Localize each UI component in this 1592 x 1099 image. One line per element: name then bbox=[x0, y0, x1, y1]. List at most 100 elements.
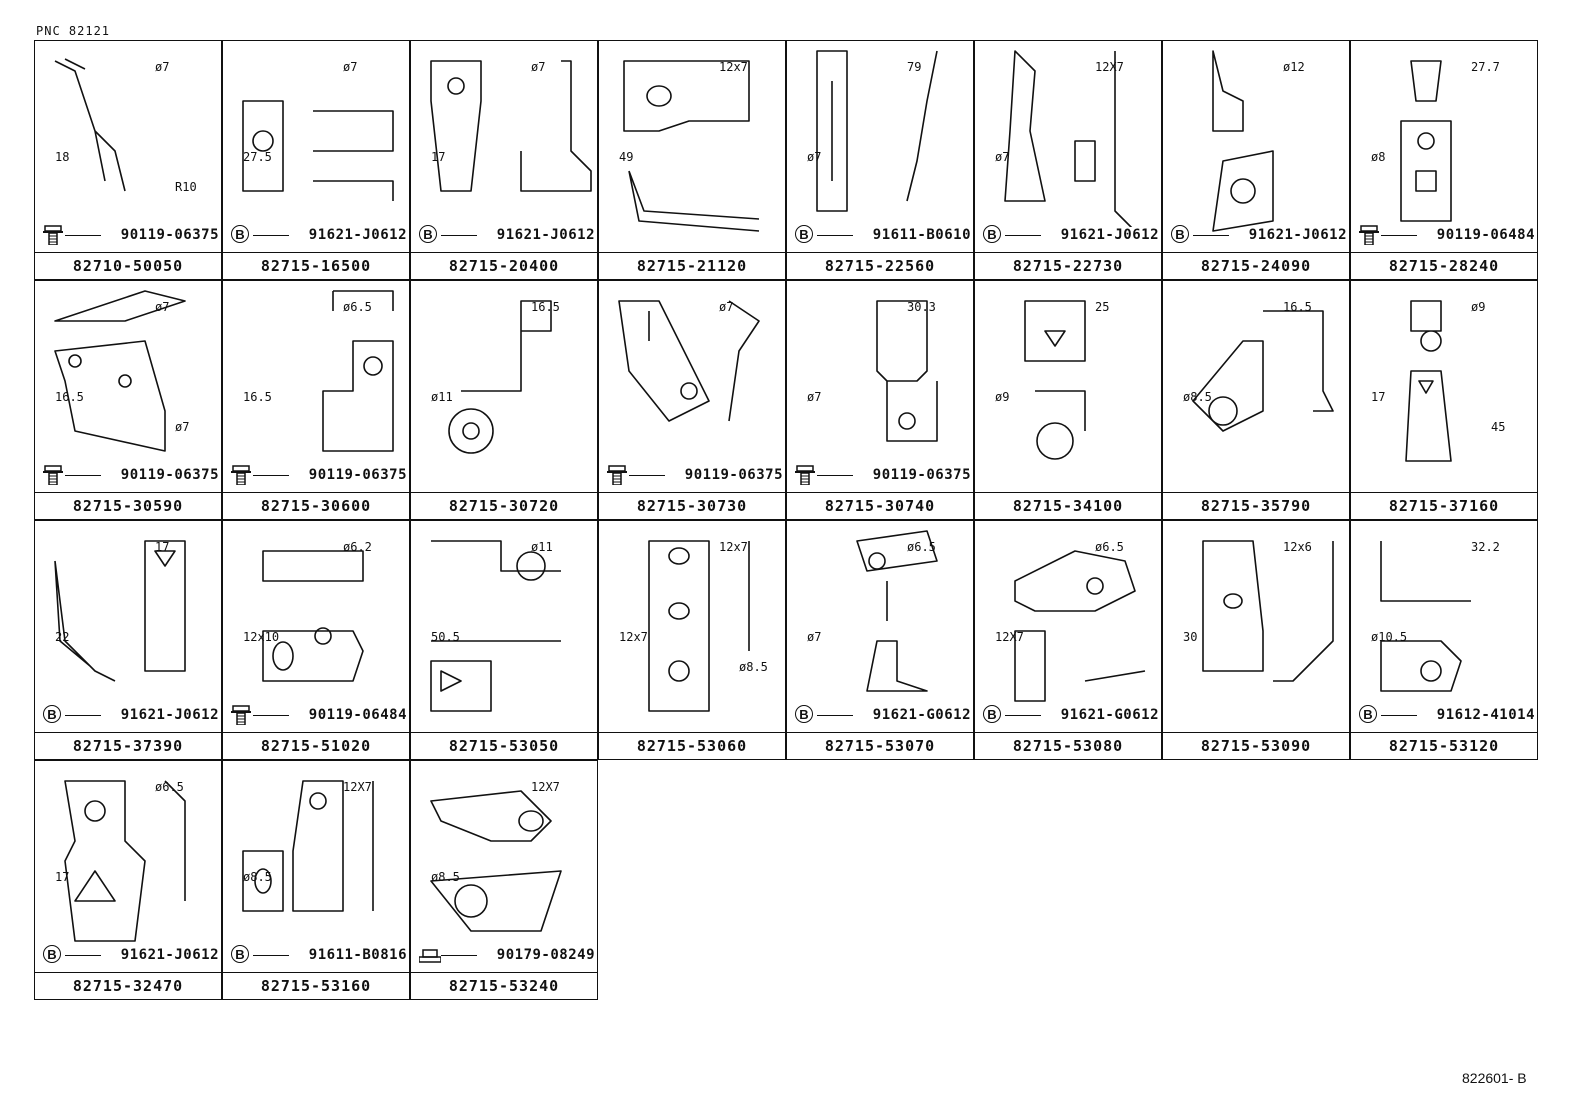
dimension-label: ø9 bbox=[1471, 300, 1485, 314]
dimension-label: R10 bbox=[175, 180, 197, 194]
dimension-label: ø10.5 bbox=[1371, 630, 1407, 644]
fastener-callout: 90119-06375 bbox=[43, 465, 221, 485]
clip-b-icon: B bbox=[231, 225, 249, 243]
clip-b-icon: B bbox=[983, 705, 1001, 723]
bracket-outline bbox=[648, 540, 750, 712]
leader-line bbox=[1005, 715, 1041, 716]
dimension-label: 30.3 bbox=[907, 300, 936, 314]
dimension-label: ø9 bbox=[995, 390, 1009, 404]
clip-b-icon: B bbox=[795, 225, 813, 243]
dimension-label: 12X7 bbox=[531, 780, 560, 794]
bracket-drawing: 30.3ø7 bbox=[807, 300, 938, 442]
fastener-part-number: 91611-B0816 bbox=[306, 947, 407, 963]
dimension-label: 49 bbox=[619, 150, 633, 164]
part-number: 82715-53160 bbox=[223, 972, 409, 999]
fastener-callout: 90119-06375 bbox=[43, 225, 221, 245]
bracket-drawing: ø6.5 ø7 bbox=[807, 530, 938, 692]
part-number: 82715-30740 bbox=[787, 492, 973, 519]
bracket-outline bbox=[242, 780, 374, 912]
bolt-icon bbox=[607, 465, 627, 485]
dimension-label: 16.5 bbox=[531, 300, 560, 314]
dimension-label: ø7 bbox=[175, 420, 189, 434]
bracket-drawing: ø7 bbox=[618, 300, 760, 422]
leader-line bbox=[253, 235, 289, 236]
part-number: 82715-37160 bbox=[1351, 492, 1537, 519]
bracket-drawing: ø6.517 bbox=[55, 780, 186, 942]
leader-line bbox=[441, 955, 477, 956]
dimension-label: ø7 bbox=[531, 60, 545, 74]
dimension-label: 12x10 bbox=[243, 630, 279, 644]
fastener-part-number: 91621-J0612 bbox=[118, 947, 219, 963]
dimension-label: ø8 bbox=[1371, 150, 1385, 164]
bolt-icon bbox=[231, 705, 251, 725]
dimension-label: 79 bbox=[907, 60, 921, 74]
bracket-outline bbox=[876, 300, 938, 442]
fastener-callout: 90119-06375 bbox=[231, 465, 409, 485]
bracket-outline bbox=[1202, 540, 1334, 682]
dimension-label: ø7 bbox=[995, 150, 1009, 164]
bracket-outline bbox=[54, 540, 186, 682]
part-cell: 16.5 ø11 82715-30720 bbox=[410, 280, 598, 520]
part-number: 82715-30730 bbox=[599, 492, 785, 519]
leader-line bbox=[817, 235, 853, 236]
dimension-label: ø8.5 bbox=[739, 660, 768, 674]
fastener-part-number: 91612-41014 bbox=[1434, 707, 1535, 723]
part-number: 82715-30600 bbox=[223, 492, 409, 519]
part-number: 82715-30720 bbox=[411, 492, 597, 519]
part-number: 82715-22730 bbox=[975, 252, 1161, 279]
bolt-icon bbox=[231, 465, 251, 485]
dimension-label: ø7 bbox=[807, 630, 821, 644]
leader-line bbox=[253, 715, 289, 716]
part-number: 82715-34100 bbox=[975, 492, 1161, 519]
dimension-label: 17 bbox=[155, 540, 169, 554]
bracket-outline bbox=[1014, 550, 1146, 702]
fastener-callout: 90119-06484 bbox=[231, 705, 409, 725]
dimension-label: ø11 bbox=[431, 390, 453, 404]
bolt-icon bbox=[1359, 225, 1379, 245]
clip-b-icon: B bbox=[1359, 705, 1377, 723]
dimension-label: 17 bbox=[431, 150, 445, 164]
clip-b-icon: B bbox=[43, 945, 61, 963]
dimension-label: 12x6 bbox=[1283, 540, 1312, 554]
fastener-part-number: 91621-J0612 bbox=[118, 707, 219, 723]
bracket-drawing: 27.7ø8 bbox=[1371, 60, 1500, 222]
dimension-label: ø6.5 bbox=[1095, 540, 1124, 554]
dimension-label: 27.5 bbox=[243, 150, 272, 164]
leader-line bbox=[1381, 235, 1417, 236]
dimension-label: ø6.5 bbox=[343, 300, 372, 314]
bracket-outline bbox=[618, 300, 760, 422]
fastener-part-number: 91611-B0610 bbox=[870, 227, 971, 243]
bracket-drawing: ø6.516.5 bbox=[243, 290, 394, 452]
clip-b-icon: B bbox=[43, 705, 61, 723]
dimension-label: 17 bbox=[1371, 390, 1385, 404]
bracket-outline bbox=[322, 290, 394, 452]
fastener-callout: 90119-06375 bbox=[795, 465, 973, 485]
leader-line bbox=[1005, 235, 1041, 236]
dimension-label: ø6.5 bbox=[907, 540, 936, 554]
clip-b-icon: B bbox=[983, 225, 1001, 243]
part-number: 82715-22560 bbox=[787, 252, 973, 279]
fastener-part-number: 91621-G0612 bbox=[870, 707, 971, 723]
